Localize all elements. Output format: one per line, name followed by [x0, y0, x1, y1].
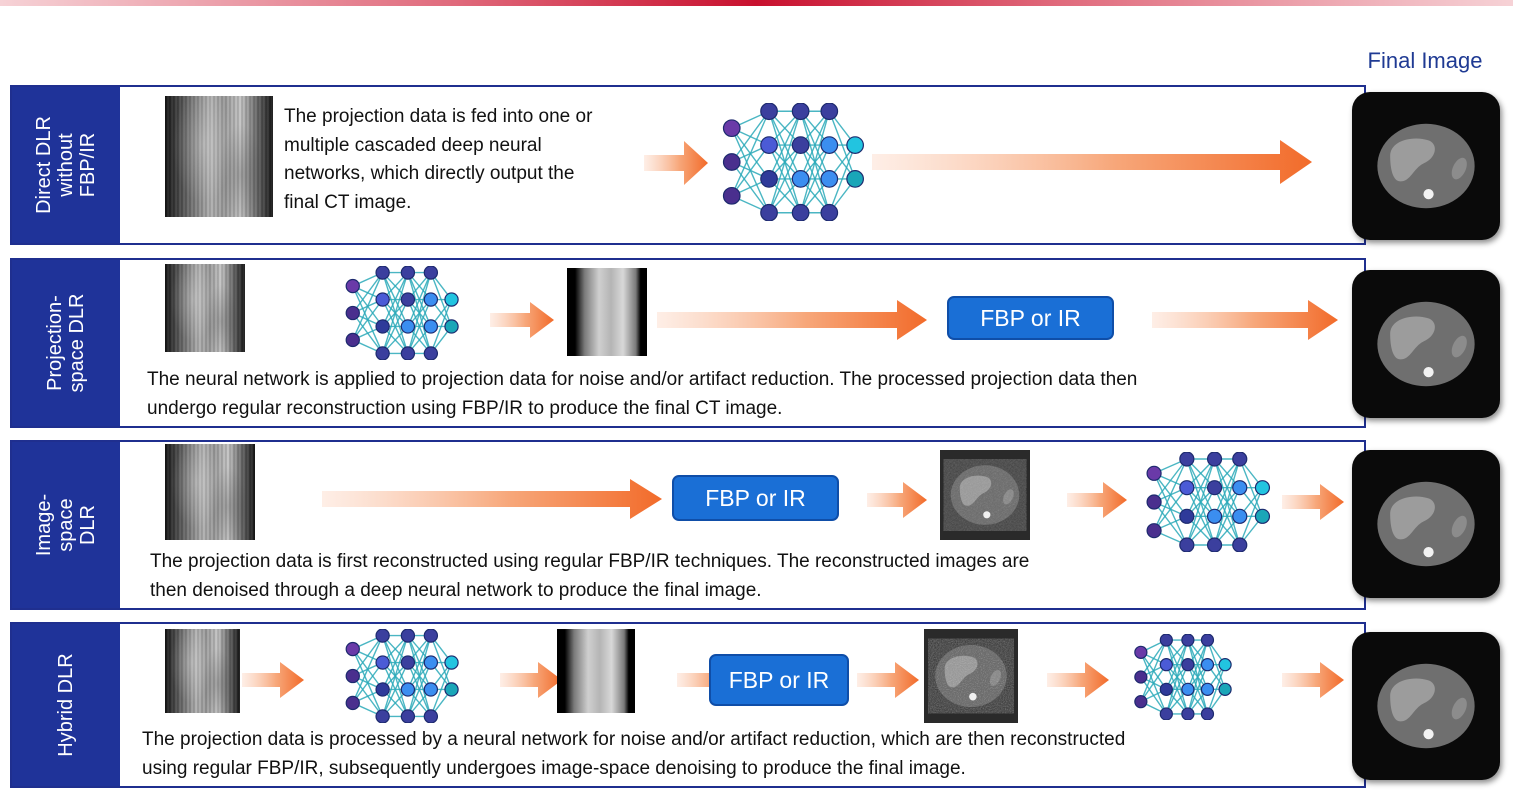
row-description: The projection data is first reconstruct…: [150, 551, 1030, 601]
row-label-text: Projection- space DLR: [44, 293, 88, 393]
fbp-or-ir-box: FBP or IR: [947, 296, 1114, 340]
arrow-icon: [490, 302, 554, 338]
noisy-ct-image: [924, 629, 1018, 723]
arrow-icon: [242, 662, 304, 698]
row-label-projection-space-dlr: Projection- space DLR: [12, 260, 120, 426]
arrow-icon: [644, 141, 708, 185]
row-description: The projection data is processed by a ne…: [142, 729, 1126, 779]
arrow-icon: [1152, 300, 1338, 340]
arrow-icon: [1067, 482, 1127, 518]
neural-network-icon: [1127, 633, 1237, 721]
final-ct-image: [1352, 450, 1500, 598]
row-label-text: Hybrid DLR: [55, 653, 77, 757]
arrow-icon: [857, 662, 919, 698]
final-image-label: Final Image: [1367, 48, 1483, 73]
projection-data-image: [165, 444, 255, 540]
row-description: The projection data is fed into one or m…: [284, 106, 593, 213]
fbp-or-ir-box: FBP or IR: [709, 654, 849, 706]
final-ct-image: [1352, 632, 1500, 780]
neural-network-icon: [337, 628, 465, 724]
fbp-or-ir-box: FBP or IR: [672, 475, 839, 521]
row-hybrid-dlr: Hybrid DLR FBP or IR The projection data…: [10, 622, 1366, 788]
arrow-icon: [1282, 484, 1344, 520]
neural-network-icon: [712, 102, 872, 222]
arrow-icon: [872, 140, 1312, 184]
row-image-space-dlr: Image-space DLR FBP or IR The projection…: [10, 440, 1366, 610]
row-label-hybrid-dlr: Hybrid DLR: [12, 624, 120, 786]
row-description: The neural network is applied to project…: [147, 369, 1138, 419]
row-direct-dlr: Direct DLR without FBP/IR The projection…: [10, 85, 1366, 245]
row-label-image-space-dlr: Image-space DLR: [12, 442, 120, 608]
noisy-ct-image: [940, 450, 1030, 540]
neural-network-icon: [337, 265, 465, 361]
projection-data-image: [165, 96, 273, 217]
neural-network-icon: [1137, 451, 1277, 553]
row-label-text: Direct DLR without FBP/IR: [33, 116, 99, 214]
arrow-icon: [500, 662, 562, 698]
row-label-text: Image-space DLR: [33, 493, 99, 557]
arrow-icon: [867, 482, 927, 518]
final-ct-image: [1352, 270, 1500, 418]
processed-projection-image: [567, 268, 647, 356]
row-label-direct-dlr: Direct DLR without FBP/IR: [12, 87, 120, 243]
projection-data-image: [165, 264, 245, 352]
row-projection-space-dlr: Projection- space DLR FBP or IR The neur…: [10, 258, 1366, 428]
top-accent-bar: [0, 0, 1513, 6]
projection-data-image: [165, 629, 240, 713]
arrow-icon: [657, 300, 927, 340]
arrow-icon: [1047, 662, 1109, 698]
arrow-icon: [322, 479, 662, 519]
arrow-icon: [1282, 662, 1344, 698]
final-ct-image: [1352, 92, 1500, 240]
processed-projection-image: [557, 629, 635, 713]
